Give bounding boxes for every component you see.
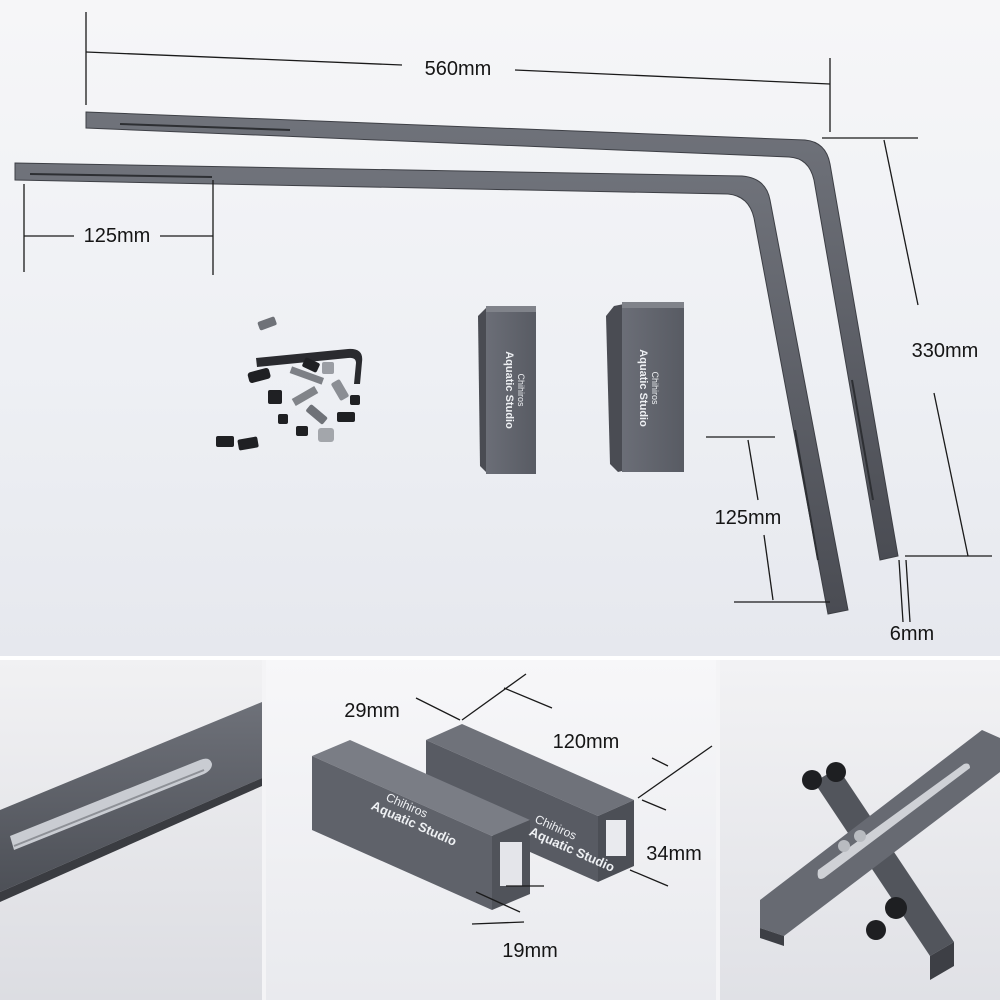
clamp-logo-left: Chihiros Aquatic Studio [503, 351, 526, 429]
svg-text:Chihiros: Chihiros [516, 373, 526, 407]
hex-key [256, 348, 363, 384]
assembled-screws [802, 762, 907, 940]
slot-closeup-photo [0, 660, 262, 1000]
clamp-block-back [426, 724, 634, 882]
dimension-lines [23, 12, 992, 623]
assembled-clamp-photo [720, 660, 1000, 1000]
bracket-slot [29, 173, 213, 178]
clamp-label-width: 29mm [344, 700, 400, 722]
dimension-label-height: 330mm [912, 340, 979, 362]
clamp-logo-right: Chihiros Aquatic Studio [637, 349, 660, 427]
bracket-slot [794, 429, 819, 561]
clamp-label-length: 120mm [553, 731, 620, 753]
clamp-block-right [606, 302, 684, 472]
clamp-block-assembled [814, 768, 954, 956]
slot-closeup-drawing [0, 702, 262, 902]
overview-photo: 560mm 125mm 330mm 125mm 6mm [0, 0, 1000, 656]
bracket-slot [119, 123, 291, 131]
dimension-label-left-offset: 125mm [84, 225, 151, 247]
dimension-label-width: 560mm [425, 58, 492, 80]
hardware-screws [216, 316, 363, 451]
overview-drawing: 560mm 125mm 330mm 125mm 6mm [14, 12, 992, 645]
svg-text:Aquatic Studio: Aquatic Studio [503, 351, 515, 429]
clamp-dimensions-drawing: Chihiros Aquatic Studio Chihiros Aquatic… [312, 673, 713, 962]
bracket-slot [817, 763, 970, 879]
clamp-block-left [478, 306, 536, 474]
clamp-dimensions-photo: Chihiros Aquatic Studio Chihiros Aquatic… [266, 660, 716, 1000]
svg-text:Aquatic Studio: Aquatic Studio [637, 349, 649, 427]
clamp-label-opening: 19mm [502, 940, 558, 962]
clamp-dimension-lines [415, 673, 713, 925]
svg-text:Chihiros: Chihiros [650, 371, 660, 405]
dimension-label-thickness: 6mm [890, 623, 934, 645]
back-bracket [85, 111, 899, 561]
assembled-clamp-drawing [760, 730, 1000, 980]
clamp-block-front [312, 740, 530, 910]
clamp-label-height: 34mm [646, 843, 702, 865]
dimension-label-lower-offset: 125mm [715, 507, 782, 529]
front-bracket [14, 162, 849, 615]
panel-divider [0, 656, 1000, 660]
bracket-slot [851, 379, 874, 501]
